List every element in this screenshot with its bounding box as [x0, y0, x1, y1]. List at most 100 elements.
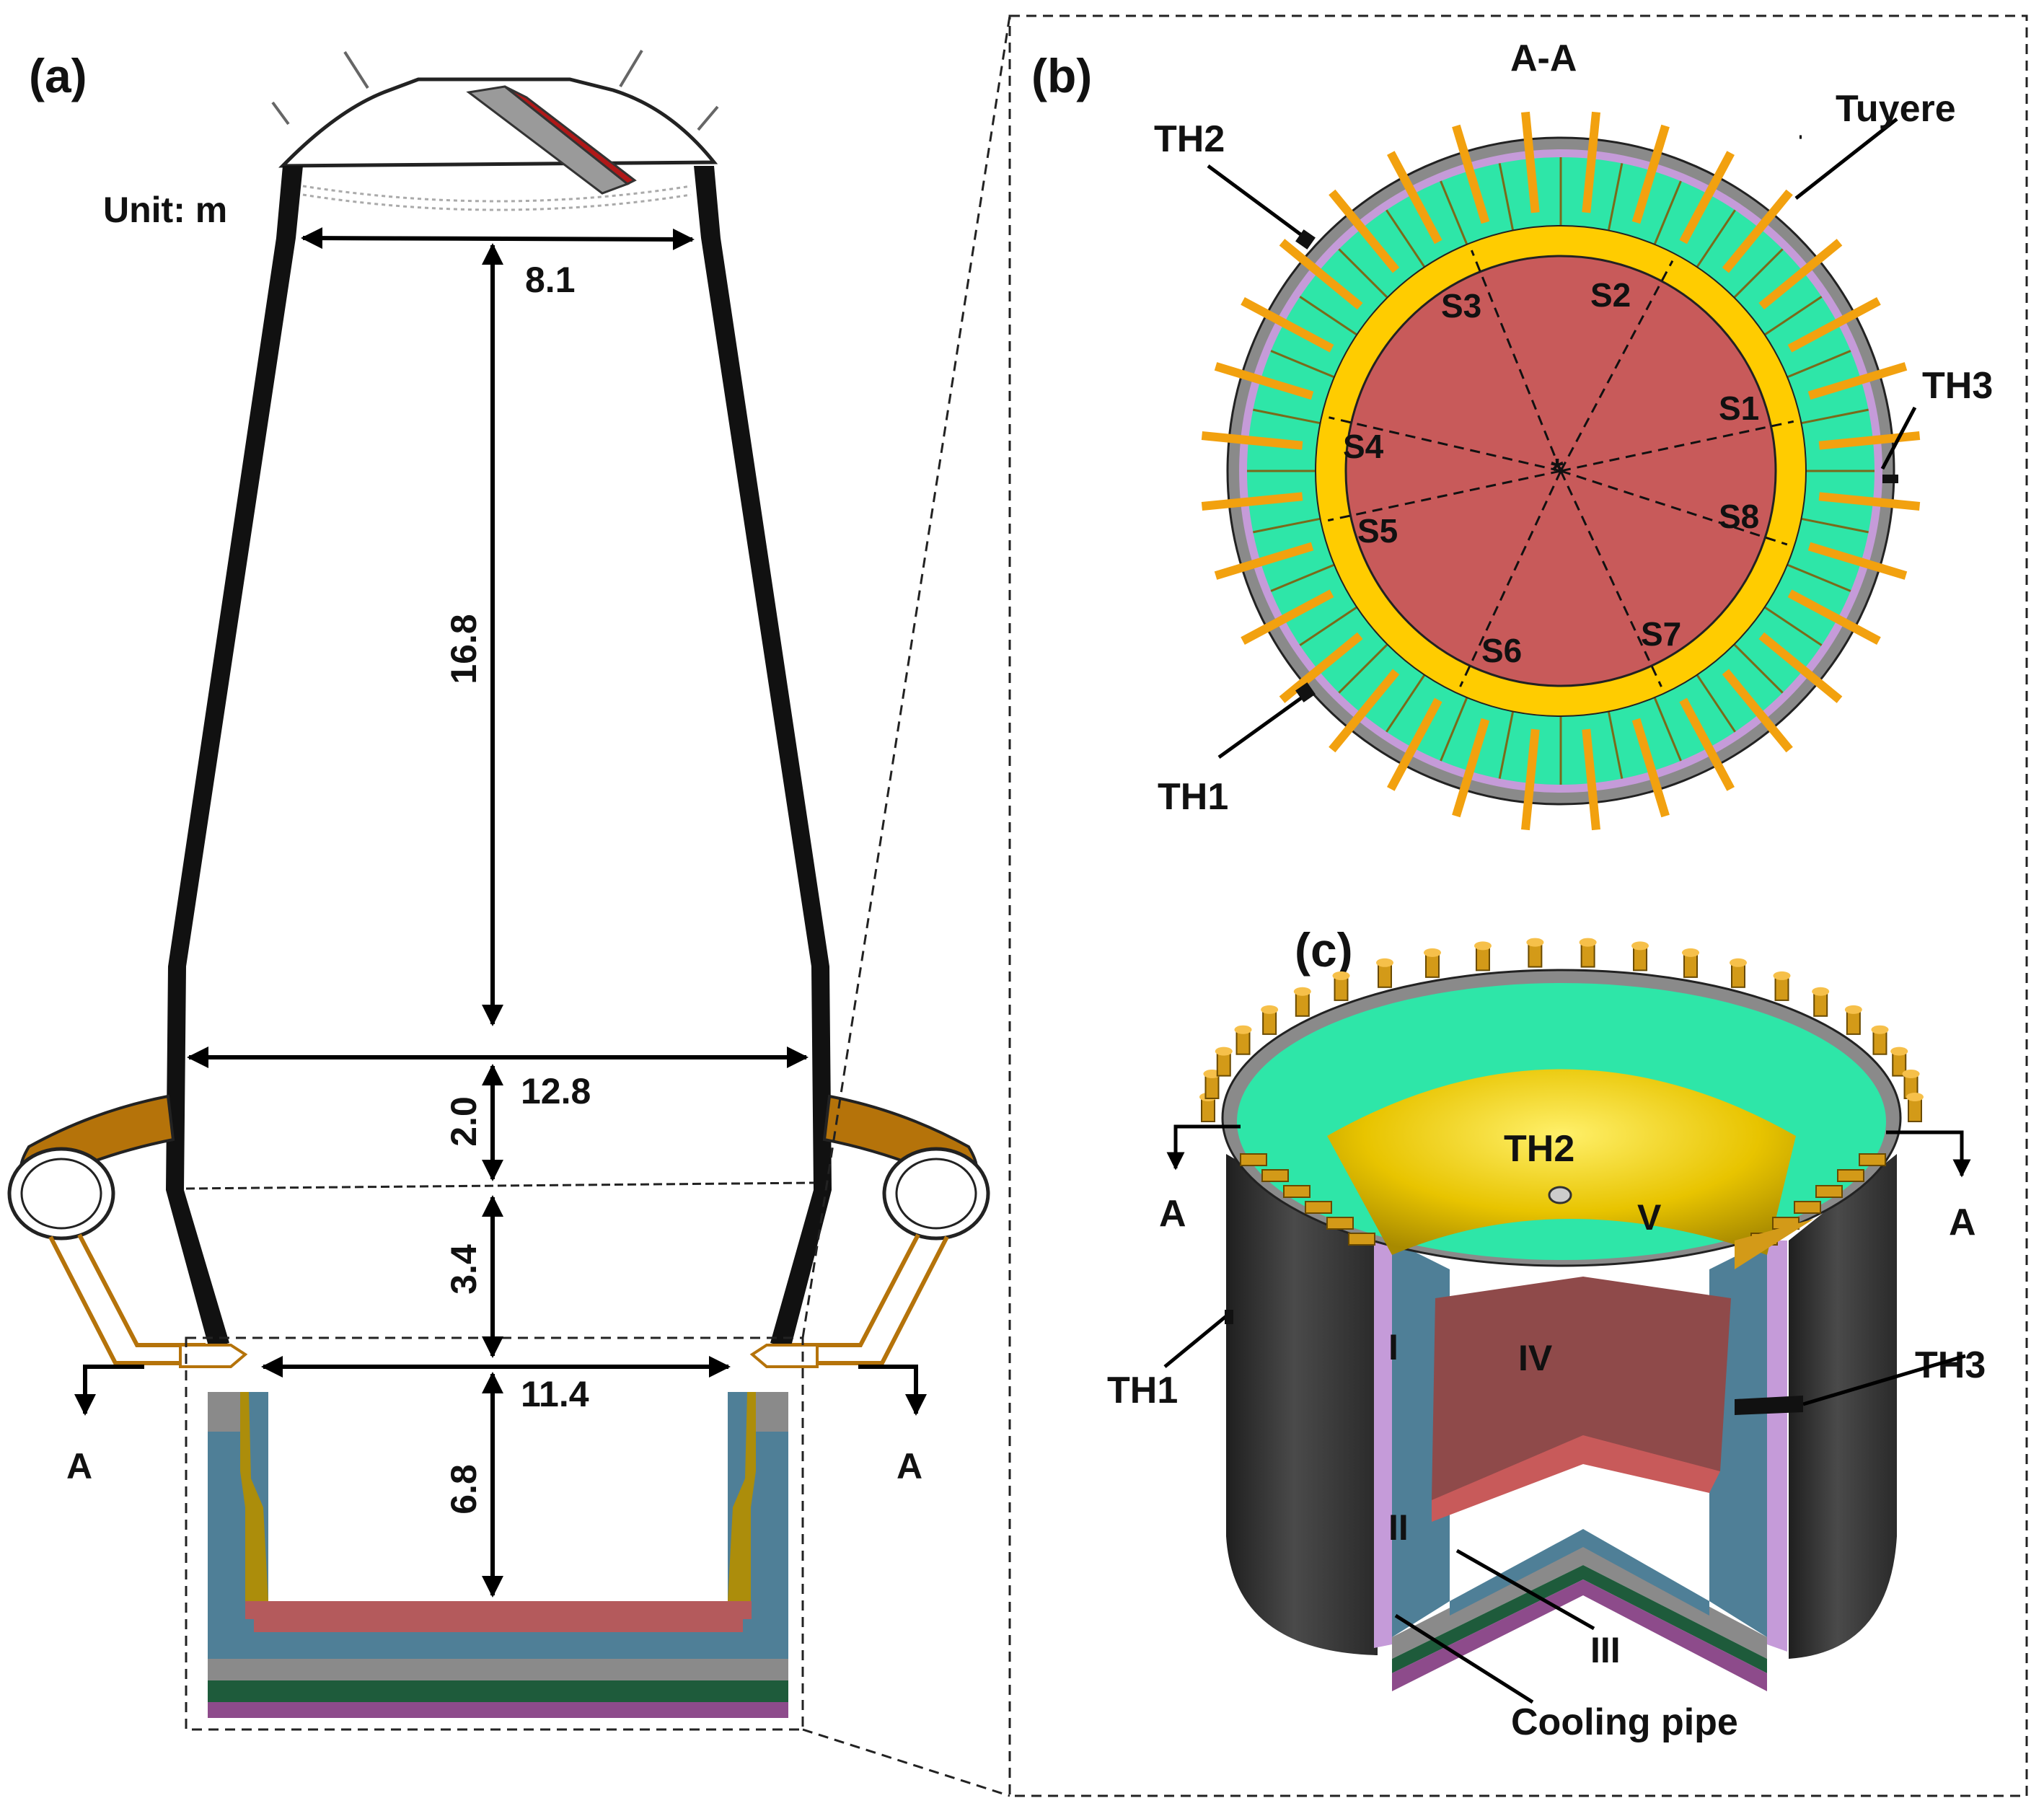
- panel-c: (c) TH2 V IV I II III Cooling pipe TH1 T…: [1107, 923, 1986, 1743]
- layer-i: I: [1388, 1327, 1398, 1367]
- tuyere: [1241, 589, 1334, 645]
- tuyere-3d-cap: [1631, 941, 1649, 951]
- sector-s5: S5: [1357, 512, 1398, 550]
- slag-pad-layer: [245, 1601, 752, 1619]
- segment-divider: [1696, 209, 1736, 268]
- segment-divider: [1440, 697, 1468, 762]
- bustle-pipe-left: [7, 1094, 248, 1368]
- ceramic-cup-left: [240, 1392, 268, 1601]
- tuyere-3d-side: [1283, 1185, 1310, 1198]
- tuyere: [1722, 669, 1793, 753]
- sector-s3: S3: [1441, 287, 1481, 325]
- tuyere-3d-cap: [1215, 1046, 1233, 1056]
- sector-line: [1329, 416, 1561, 472]
- tuyere-3d-cap: [1376, 958, 1393, 967]
- segment-divider: [1733, 248, 1784, 299]
- tuyere-3d-cap: [1473, 941, 1492, 951]
- layer-ii: II: [1388, 1507, 1409, 1548]
- tuyere-3d-side: [1859, 1153, 1886, 1166]
- tuyere-set: [1201, 111, 1921, 831]
- tuyere: [1679, 697, 1735, 791]
- unit-label: Unit: m: [103, 190, 227, 230]
- furnace-top: [271, 49, 719, 211]
- tuyere-3d-side: [1815, 1185, 1843, 1198]
- sector-s7: S7: [1641, 615, 1681, 653]
- tuyere: [1521, 728, 1540, 831]
- tuyere-3d-cap: [1730, 958, 1747, 967]
- tuyere-3d-cap: [1812, 987, 1830, 996]
- segment-divider: [1653, 697, 1682, 762]
- segment-divider: [1801, 517, 1869, 534]
- tuyere: [1387, 151, 1442, 244]
- detail-frame: [1008, 14, 2028, 1797]
- tuyere: [1452, 124, 1490, 224]
- section-label-c-right: A: [1949, 1202, 1976, 1243]
- tuyere: [1631, 718, 1670, 818]
- tuyere: [1582, 111, 1600, 213]
- tuyere-3d-cap: [1332, 971, 1350, 980]
- tuyere-3d-side: [1348, 1233, 1375, 1246]
- tuyere: [1452, 718, 1490, 818]
- tuyere: [1679, 151, 1735, 244]
- tuyere-3d-cap: [1234, 1025, 1252, 1034]
- section-label-left: A: [66, 1446, 92, 1486]
- tuyere-label: Tuyere: [1836, 88, 1956, 130]
- charging-chute: [466, 85, 637, 195]
- tuyere: [1818, 492, 1921, 511]
- zoom-connectors: [801, 15, 1011, 1797]
- dim-top-width: 8.1: [525, 260, 576, 300]
- dimension-lines: [187, 227, 809, 1598]
- layer-v: V: [1637, 1197, 1662, 1238]
- th1-label-c: TH1: [1107, 1370, 1178, 1411]
- tuyere-3d-side: [1261, 1169, 1289, 1182]
- tuyere-3d-cap: [1293, 987, 1311, 996]
- segment-divider: [1607, 163, 1624, 231]
- section-label-right: A: [897, 1446, 922, 1486]
- sector-s4: S4: [1343, 428, 1384, 465]
- tuyere-3d-side: [1326, 1217, 1354, 1230]
- hearth-section: [208, 1392, 788, 1718]
- dim-belly-width: 12.8: [521, 1071, 591, 1111]
- segment-divider: [1338, 248, 1388, 299]
- th2-marker: [1548, 1186, 1572, 1204]
- sector-line: [1559, 470, 1662, 687]
- tuyere-3d-cap: [1906, 1093, 1924, 1101]
- segment-divider: [1607, 711, 1624, 779]
- tuyere: [1329, 189, 1400, 273]
- segment-divider: [1763, 296, 1823, 336]
- section-title: A-A: [1510, 38, 1577, 79]
- th2-label-b: TH2: [1154, 118, 1225, 160]
- tuyere: [1214, 542, 1314, 580]
- segment-divider: [1253, 517, 1321, 534]
- tuyere-3d-side: [1240, 1153, 1267, 1166]
- segment-divider: [1386, 209, 1426, 268]
- segment-divider: [1270, 350, 1335, 379]
- layer-iii: III: [1590, 1630, 1621, 1670]
- cooling-pipe-layer: [1392, 1579, 1767, 1691]
- tuyere: [1787, 589, 1881, 645]
- panel-c-label: (c): [1295, 923, 1353, 977]
- sector-line: [1327, 470, 1561, 522]
- tuyere: [1521, 111, 1540, 213]
- gray-layer: [208, 1659, 788, 1680]
- tuyere: [1279, 632, 1363, 703]
- tuyere-3d-cap: [1871, 1025, 1889, 1034]
- segment-divider: [1498, 163, 1515, 231]
- segment-divider: [1440, 180, 1468, 245]
- panel-a: (a): [7, 49, 990, 1731]
- tuyere-3d-cap: [1579, 938, 1597, 947]
- outer-shell-left: [1226, 1154, 1378, 1655]
- segment-divider: [1787, 350, 1851, 379]
- segment-divider: [1270, 563, 1335, 592]
- segment-divider: [1299, 296, 1358, 336]
- hearth-block: [1432, 1277, 1731, 1500]
- tuyere: [1582, 728, 1600, 831]
- panel-a-label: (a): [29, 49, 87, 102]
- segment-divider: [1653, 180, 1682, 245]
- center-mark: *: [1551, 451, 1564, 489]
- section-marker-right: [858, 1365, 927, 1416]
- tuyere-3d-cap: [1844, 1005, 1862, 1014]
- tuyere: [1214, 362, 1314, 400]
- tuyere: [1387, 697, 1442, 791]
- dim-shaft-height: 16.8: [444, 614, 484, 684]
